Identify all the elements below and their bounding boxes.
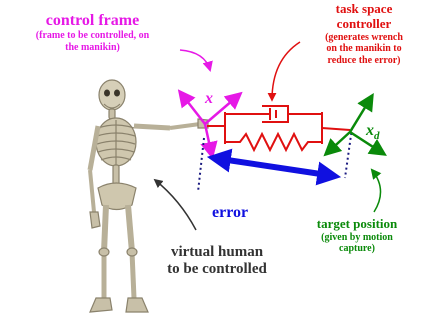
error-double-arrow <box>206 148 342 186</box>
target-frame-symbol-sub: d <box>374 130 380 143</box>
control-frame-pointer-arrow <box>179 49 213 73</box>
human-line2: to be controlled <box>167 261 267 278</box>
control-frame-label: control frame (frame to be controlled, o… <box>10 12 175 53</box>
control-frame-title: control frame <box>45 12 140 29</box>
target-note-line1: (given by motion <box>321 231 393 243</box>
target-position-label: target position (given by motion capture… <box>292 216 422 255</box>
skeleton-figure <box>87 79 209 313</box>
spring-damper-symbol <box>207 105 351 153</box>
control-frame-note-line1: (frame to be controlled, on <box>35 30 150 42</box>
human-line1: virtual human <box>170 244 264 260</box>
target-frame-symbol: xd <box>366 122 380 142</box>
control-frame-note-line2: the manikin) <box>65 41 120 53</box>
error-label: error <box>212 204 249 221</box>
current-position-dotted-line <box>197 137 205 193</box>
controller-title-line1: task space <box>335 1 393 16</box>
controller-label: task space controller (generates wrench … <box>300 1 428 66</box>
virtual-human-label: virtual human to be controlled <box>142 244 292 279</box>
target-title: target position <box>316 216 398 231</box>
controller-note-line1: (generates wrench <box>325 31 403 43</box>
target-position-dotted-line <box>344 127 353 179</box>
target-note-line2: capture) <box>339 243 375 255</box>
controller-title-line2: controller <box>336 15 392 31</box>
controller-note-line3: reduce the error) <box>327 54 401 66</box>
target-frame-symbol-base: x <box>366 122 374 139</box>
controller-pointer-arrow <box>267 41 301 102</box>
control-frame-symbol: x <box>205 90 213 107</box>
target-pointer-arrow <box>370 168 382 213</box>
human-pointer-arrow <box>153 178 197 231</box>
controller-note-line2: on the manikin to <box>326 43 402 55</box>
